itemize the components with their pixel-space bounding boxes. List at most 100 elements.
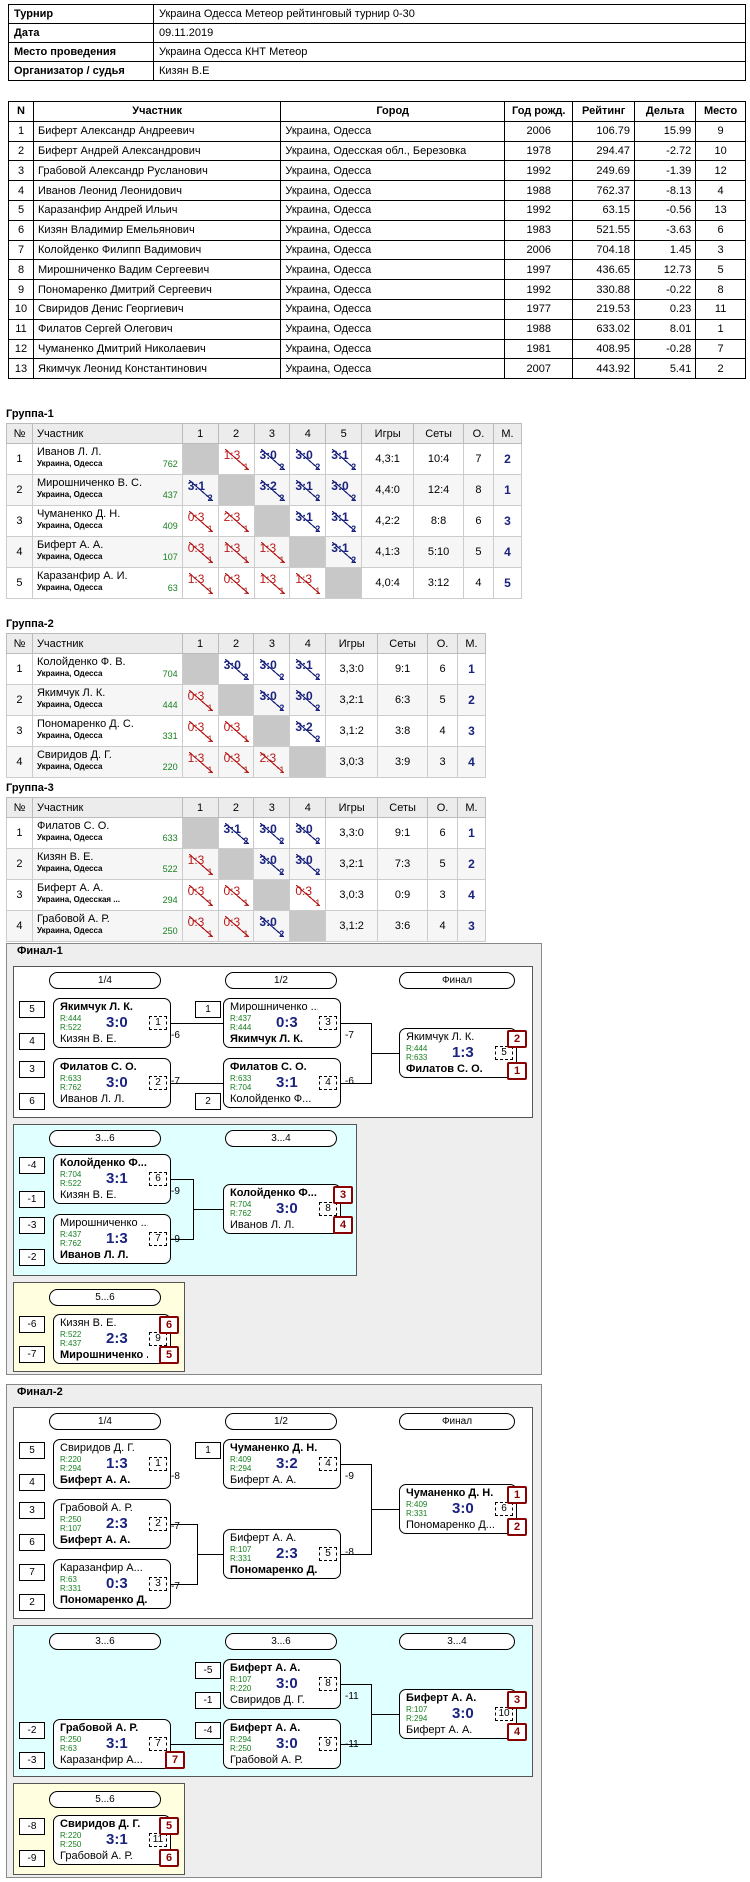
participant-cell: 8.01: [633, 318, 697, 340]
score-value: 0:3: [223, 751, 241, 765]
score-points: 2: [315, 672, 321, 682]
match-player-2: Иванов Л. Л.: [60, 1093, 125, 1105]
player-city: Украина, Одесса: [36, 864, 103, 873]
round-header: 1/4: [49, 972, 161, 989]
match-number: 2: [149, 1076, 167, 1090]
score-points: 1: [243, 462, 249, 472]
participant-cell: -2.72: [633, 140, 697, 162]
participant-cell: 12: [7, 338, 35, 360]
score-points: 2: [243, 836, 249, 846]
group-row-number: 5: [6, 567, 33, 599]
match-player-1: Биферт А. А.: [230, 1532, 297, 1544]
match-number: 7: [149, 1232, 167, 1246]
match-rating-1: R:444: [406, 1044, 428, 1053]
match-rating-1: R:437: [60, 1230, 82, 1239]
group-points: 5: [427, 684, 458, 716]
participant-cell: 2: [7, 140, 35, 162]
group-games: 3,1:2: [325, 715, 379, 747]
group-header: М.: [492, 423, 523, 444]
round-header: 3...6: [49, 1633, 161, 1650]
player-rating: 331: [162, 731, 178, 741]
group-place-value: 3: [504, 514, 511, 528]
score-slash: [296, 573, 321, 594]
participant-cell: 1981: [504, 338, 574, 360]
group-header: 2: [217, 797, 255, 818]
group-row-number: 1: [6, 817, 33, 849]
participant-cell: Кизян Владимир Емельянович: [33, 219, 282, 241]
match-rating-1: R:107: [230, 1675, 252, 1684]
score-slash: [296, 511, 321, 532]
rank-badge: 5: [159, 1817, 179, 1835]
participant-cell: 2006: [504, 120, 574, 142]
participant-cell: Украина, Одесса: [280, 318, 506, 340]
seed-box: -3: [19, 1217, 45, 1234]
group-header: Сеты: [413, 423, 465, 444]
score-value: 1:3: [187, 572, 205, 586]
participant-cell: 63.15: [572, 199, 635, 221]
seed-box: -1: [19, 1191, 45, 1208]
match-rating-1: R:294: [230, 1735, 252, 1744]
participant-cell: 330.88: [572, 279, 635, 300]
participant-cell: -0.56: [633, 199, 697, 221]
score-value: 3:1: [331, 541, 349, 555]
bracket-line: [171, 1584, 197, 1585]
participant-cell: Украина, Одесса: [280, 239, 506, 261]
seed-box: 7: [19, 1564, 45, 1581]
score-slash: [188, 916, 213, 937]
participant-cell: 12.73: [633, 259, 697, 281]
participant-cell: Украина, Одесса: [280, 298, 506, 320]
group-place: 1: [492, 474, 523, 506]
participants-header: Дельта: [633, 101, 697, 122]
match-rating-1: R:409: [230, 1455, 252, 1464]
player-rating: 294: [162, 895, 178, 905]
group-sets: 3:6: [377, 910, 429, 942]
group-diag-cell: [181, 653, 219, 685]
score-slash: [260, 449, 285, 470]
group-place: 1: [456, 653, 487, 685]
participant-cell: 13: [7, 358, 35, 380]
group-title: Группа-2: [6, 618, 54, 630]
rank-badge: 1: [507, 1486, 527, 1504]
group-place-value: 4: [468, 888, 475, 902]
match-rating-2: R:633: [406, 1053, 428, 1062]
rank-badge: 1: [507, 1062, 527, 1080]
participant-cell: Якимчук Леонид Константинович: [33, 358, 282, 380]
participant-cell: 2006: [504, 239, 574, 261]
score-value: 0:3: [295, 884, 312, 898]
participant-cell: Украина, Одесса: [280, 180, 506, 201]
participant-cell: 1: [695, 318, 746, 340]
score-value: 1:3: [187, 853, 205, 867]
bracket-line: [341, 1083, 371, 1084]
group-place-value: 2: [468, 693, 475, 707]
group-place: 5: [492, 567, 523, 599]
score-points: 2: [279, 672, 285, 682]
info-value: 09.11.2019: [153, 23, 746, 43]
participant-cell: 11: [7, 318, 35, 340]
participant-cell: Украина, Одесса: [280, 259, 506, 281]
participant-cell: 2007: [504, 358, 574, 380]
player-rating: 444: [162, 700, 178, 710]
score-slash: [224, 823, 249, 844]
score-value: 3:1: [187, 479, 206, 493]
seed-box: -9: [19, 1850, 45, 1867]
match-number: 4: [319, 1076, 337, 1090]
participant-cell: Украина, Одесса: [280, 338, 506, 360]
seed-box: 1: [195, 1001, 221, 1018]
score-value: 0:3: [223, 915, 241, 929]
participant-cell: Свиридов Денис Георгиевич: [33, 298, 282, 320]
score-slash: [260, 854, 285, 875]
group-sets: 5:10: [413, 536, 465, 568]
